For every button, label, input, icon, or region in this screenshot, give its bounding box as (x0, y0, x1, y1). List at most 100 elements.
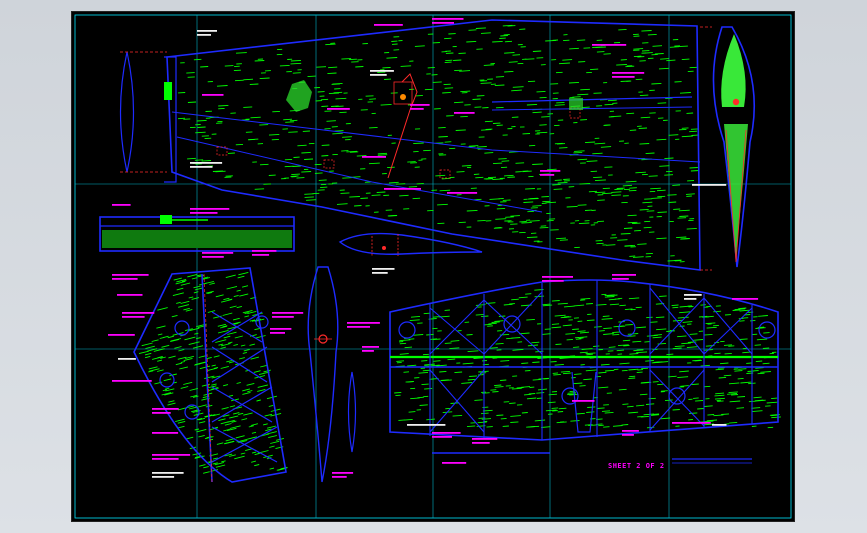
grain-stroke (551, 407, 559, 409)
grain-stroke (651, 82, 662, 85)
grain-stroke (523, 201, 534, 203)
elevator-section[interactable] (307, 266, 357, 483)
annotation-mark (612, 72, 645, 74)
airfoil-spar (371, 234, 399, 256)
grain-stroke (395, 183, 406, 185)
annotation-mark (447, 192, 478, 194)
grain-stroke (217, 323, 227, 327)
grain-stroke (243, 106, 253, 108)
grain-stroke (598, 371, 607, 374)
grain-stroke (736, 407, 745, 409)
grain-stroke (484, 152, 494, 154)
grain-stroke (652, 381, 659, 383)
grain-stroke (296, 177, 305, 179)
grain-stroke (233, 343, 239, 346)
grain-stroke (240, 452, 246, 455)
annotation-mark (112, 380, 152, 382)
grain-stroke (229, 405, 236, 408)
grain-stroke (664, 174, 674, 176)
grain-stroke (742, 351, 751, 354)
grain-stroke (455, 129, 466, 131)
drawing-sheet[interactable]: SHEET 2 OF 2 (71, 11, 795, 522)
grain-stroke (437, 203, 448, 206)
grain-stroke (731, 394, 739, 396)
grain-stroke (404, 346, 413, 349)
grain-stroke (453, 59, 462, 61)
grain-stroke (253, 370, 261, 373)
grain-stroke (176, 301, 181, 304)
grain-stroke (492, 178, 503, 180)
grain-stroke (755, 327, 766, 329)
grain-stroke (410, 397, 420, 400)
annotation-mark (542, 276, 573, 278)
grain-stroke (244, 312, 249, 315)
drawing-canvas[interactable]: SHEET 2 OF 2 (72, 12, 794, 521)
grain-stroke (249, 319, 256, 322)
grain-stroke (198, 417, 206, 421)
wing-panel-plan[interactable] (389, 279, 781, 464)
grain-stroke (482, 392, 490, 394)
grain-stroke (205, 356, 212, 360)
grain-stroke (426, 418, 436, 421)
annotation-mark (410, 108, 424, 110)
annotation-mark (272, 312, 304, 314)
grain-stroke (600, 146, 612, 148)
grain-stroke (608, 346, 616, 348)
grain-stroke (546, 168, 557, 171)
wing-rib-profile[interactable] (99, 215, 295, 252)
grain-stroke (681, 58, 690, 61)
vertical-fin-section[interactable] (700, 26, 756, 271)
fin-spar (725, 129, 747, 263)
fuselage-side-view[interactable] (119, 19, 701, 271)
grain-stroke (593, 345, 600, 347)
grain-stroke (371, 194, 381, 196)
grain-stroke (254, 452, 261, 456)
grain-stroke (190, 394, 198, 398)
grain-stroke (427, 66, 435, 69)
grain-stroke (233, 294, 239, 298)
grain-stroke (221, 460, 226, 463)
annotation-mark (362, 346, 379, 348)
grain-stroke (586, 353, 593, 356)
grain-stroke (220, 299, 233, 303)
grain-stroke (212, 457, 219, 460)
grain-stroke (606, 294, 618, 297)
grain-stroke (562, 324, 572, 327)
grain-stroke (192, 452, 202, 456)
grain-stroke (475, 27, 486, 29)
grain-stroke (256, 399, 262, 402)
grain-stroke (702, 316, 709, 318)
grain-stroke (194, 287, 203, 291)
annotation-mark (432, 22, 454, 24)
grain-stroke (604, 296, 615, 298)
grain-stroke (636, 351, 648, 354)
grain-stroke (177, 407, 187, 411)
grain-stroke (180, 300, 190, 304)
grain-stroke (771, 416, 781, 419)
grain-stroke (377, 154, 388, 156)
grain-stroke (260, 364, 268, 368)
grain-stroke (504, 70, 514, 73)
airfoil-section[interactable] (338, 232, 483, 256)
nose-bracket (164, 56, 177, 183)
grain-stroke (481, 129, 492, 131)
grain-stroke (757, 326, 765, 329)
grain-stroke (369, 126, 378, 129)
grain-stroke (399, 342, 407, 345)
grain-stroke (226, 359, 233, 363)
grain-stroke (703, 333, 713, 336)
grain-stroke (491, 321, 500, 323)
grain-stroke (594, 142, 606, 145)
grain-stroke (573, 151, 583, 154)
nose-former (119, 51, 135, 173)
tail-surface-plan[interactable] (133, 267, 288, 483)
grain-stroke (766, 401, 778, 404)
grain-stroke (650, 187, 661, 190)
grain-stroke (603, 333, 614, 335)
grain-stroke (739, 320, 745, 322)
grain-stroke (251, 431, 257, 434)
grain-stroke (698, 315, 708, 318)
grain-stroke (220, 346, 227, 349)
grain-stroke (601, 410, 611, 412)
